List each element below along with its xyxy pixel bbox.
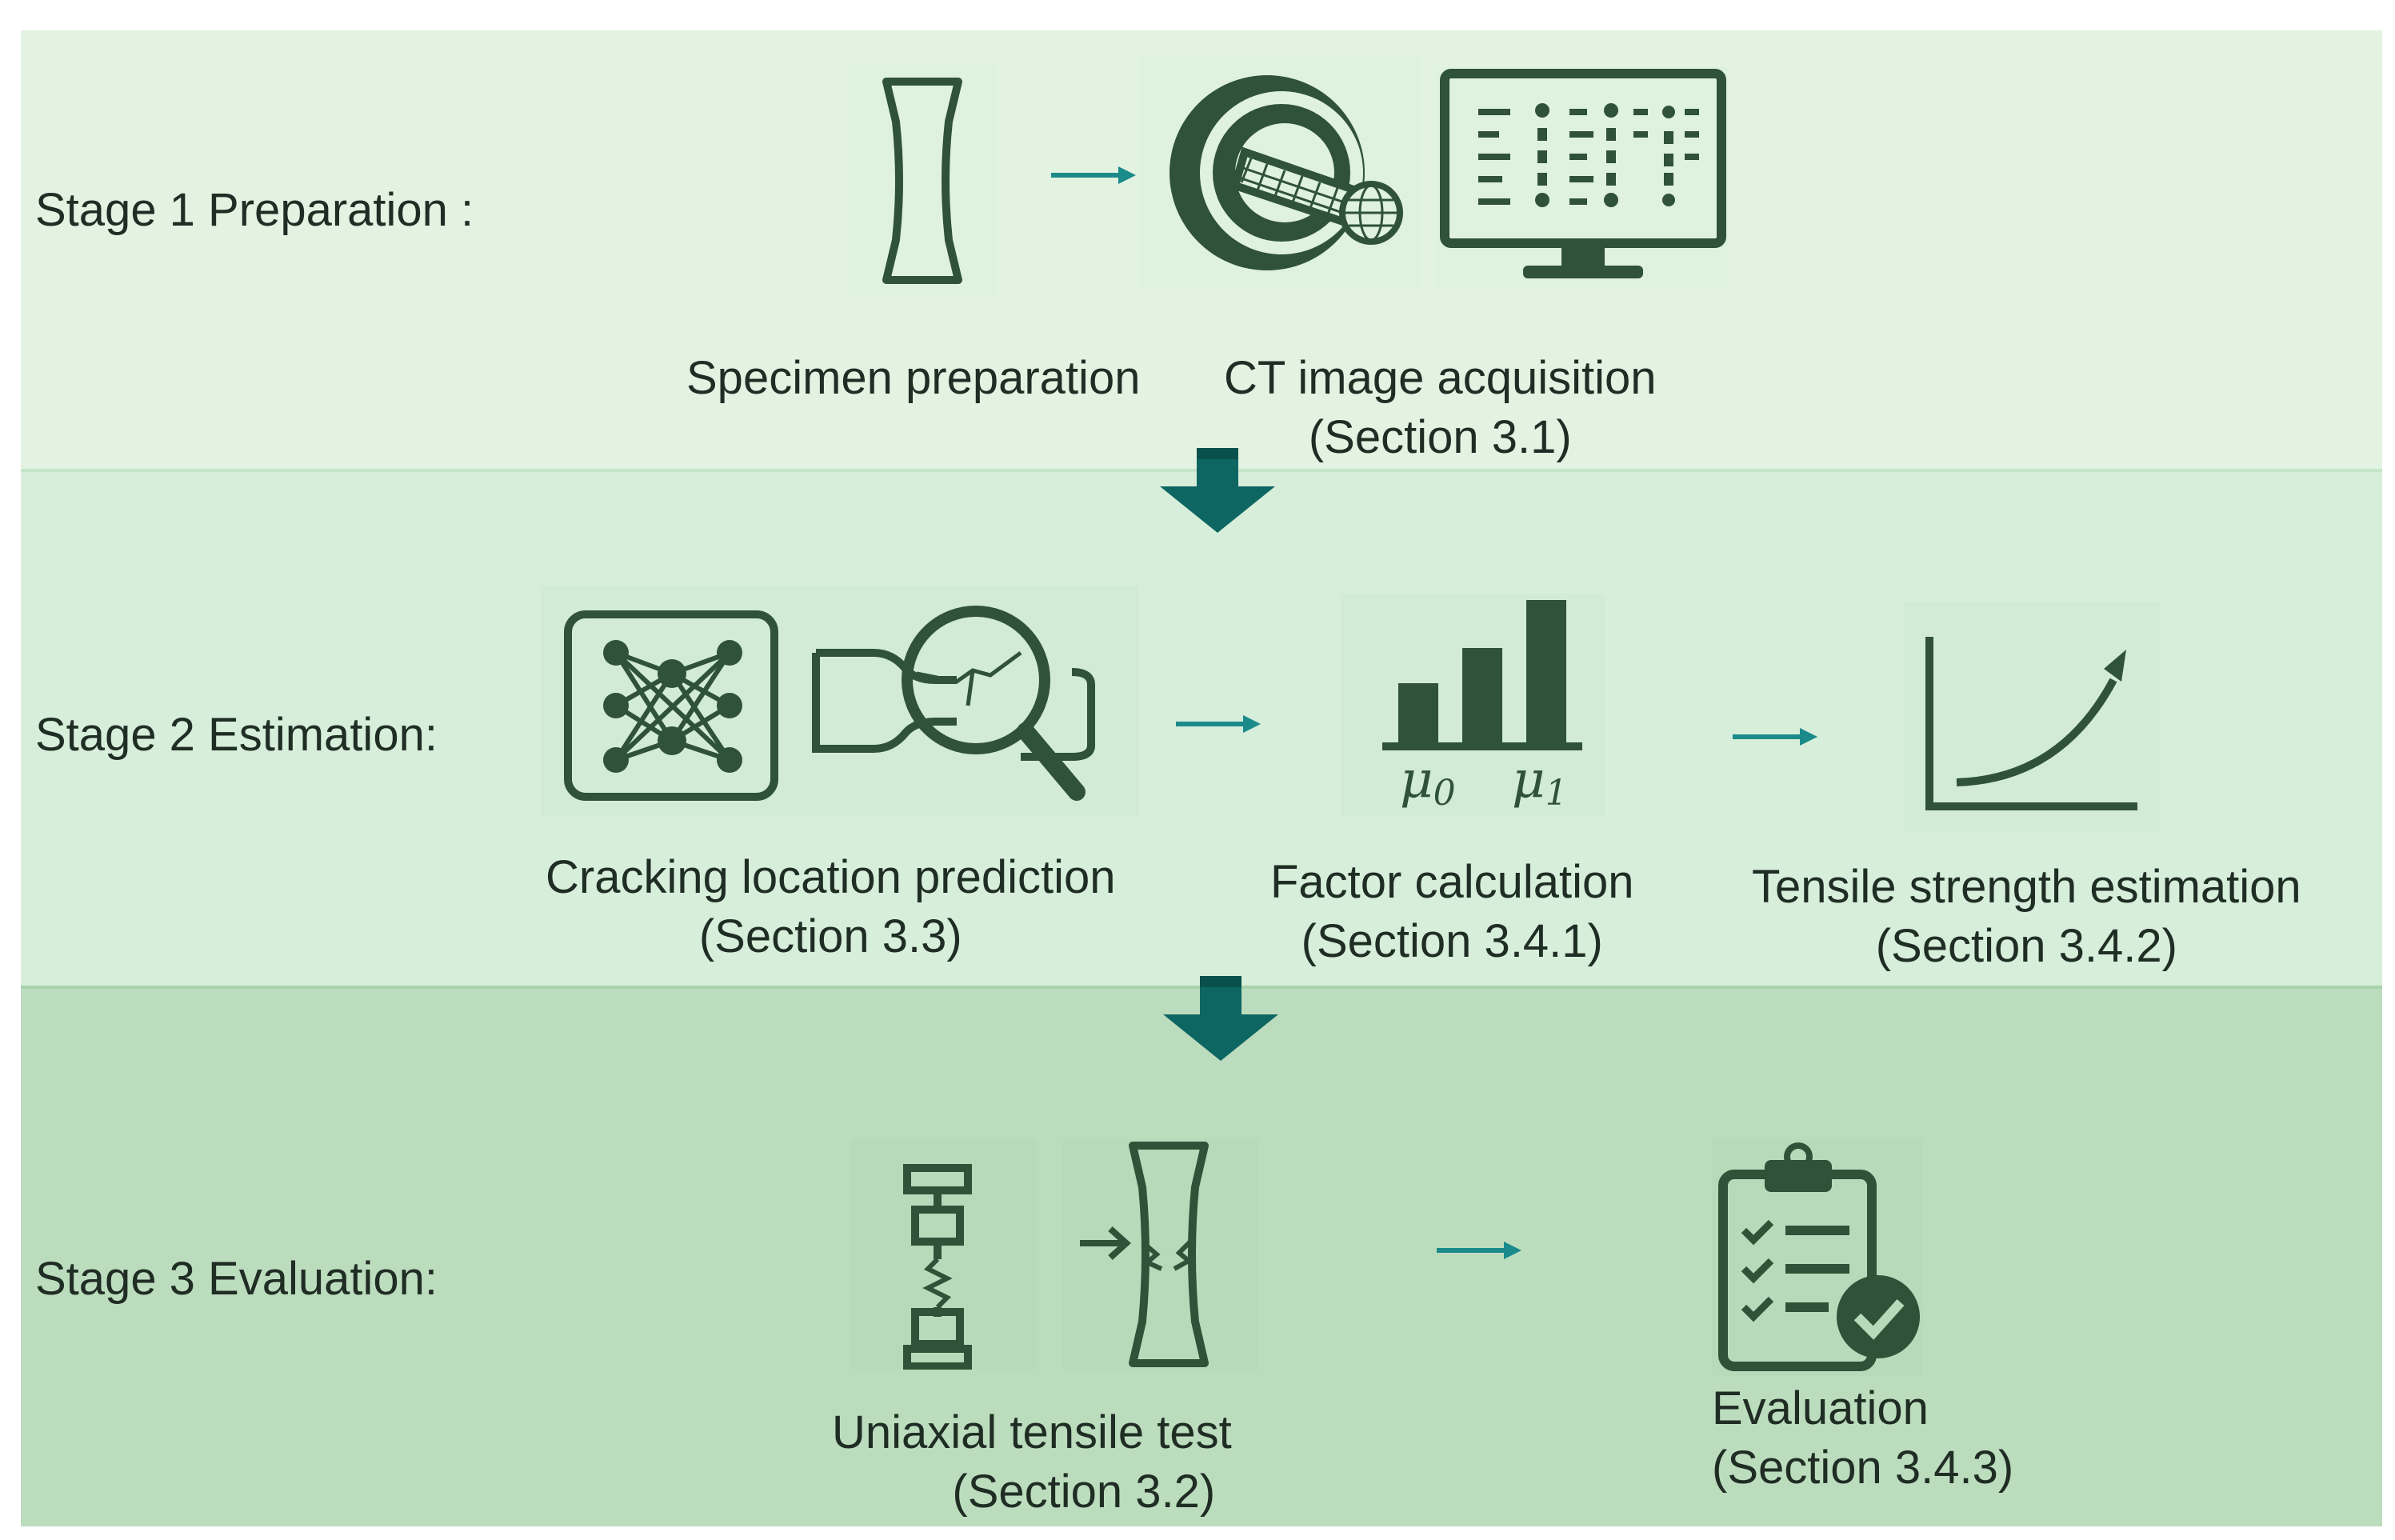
growth-curve-icon: [1904, 602, 2160, 832]
specimen-preparation-title: Specimen preparation: [686, 352, 1141, 404]
ct-acquisition-label: CT image acquisition (Section 3.1): [1224, 349, 1657, 467]
factor-calculation-title: Factor calculation: [1270, 856, 1634, 908]
flow-arrow: [1437, 1238, 1521, 1262]
stage-down-arrow-2: [1163, 976, 1278, 1061]
checklist-icon: [1712, 1139, 1923, 1376]
uniaxial-test-ref: (Section 3.2): [952, 1466, 1216, 1518]
uniaxial-test-title: Uniaxial tensile test: [832, 1406, 1232, 1458]
stage1-label: Stage 1 Preparation :: [35, 184, 474, 236]
stage3-label: Stage 3 Evaluation:: [35, 1253, 438, 1305]
fracture-specimen-icon: [1062, 1139, 1259, 1370]
tensile-machine-icon: [851, 1139, 1037, 1370]
crack-prediction-title: Cracking location prediction: [546, 851, 1116, 903]
tensile-estimation-label: Tensile strength estimation (Section 3.4…: [1752, 858, 2301, 976]
mu0-symbol: μ0: [1400, 750, 1456, 814]
ct-acquisition-title: CT image acquisition: [1224, 352, 1657, 404]
tensile-estimation-ref: (Section 3.4.2): [1875, 920, 2177, 973]
ct-scanner-icon: [1139, 58, 1421, 288]
factor-calculation-label: Factor calculation (Section 3.4.1): [1270, 853, 1634, 971]
flow-arrow: [1733, 725, 1817, 749]
neural-network-icon: [564, 610, 778, 801]
crack-prediction-label: Cracking location prediction (Section 3.…: [546, 848, 1115, 966]
crack-prediction-icon: [541, 586, 1139, 816]
factor-calculation-ref: (Section 3.4.1): [1301, 915, 1603, 968]
evaluation-ref: (Section 3.4.3): [1712, 1442, 2014, 1494]
ct-acquisition-ref: (Section 3.1): [1308, 411, 1572, 464]
stage-down-arrow-1: [1160, 448, 1275, 533]
tensile-estimation-title: Tensile strength estimation: [1752, 861, 2301, 913]
stage2-label: Stage 2 Estimation:: [35, 709, 438, 761]
crack-magnifier-icon: [812, 606, 1095, 801]
mu1-symbol: μ1: [1512, 750, 1568, 814]
evaluation-title: Evaluation: [1712, 1382, 1929, 1434]
evaluation-label: Evaluation (Section 3.4.3): [1712, 1379, 2013, 1498]
specimen-icon: [848, 66, 997, 296]
bar-chart-icon: μ0 μ1: [1341, 594, 1605, 816]
flow-arrow: [1051, 163, 1136, 187]
crack-prediction-ref: (Section 3.3): [698, 910, 962, 963]
uniaxial-test-label: Uniaxial tensile test (Section 3.2): [832, 1403, 1232, 1522]
monitor-icon: [1437, 67, 1729, 288]
flow-arrow: [1176, 712, 1261, 736]
specimen-preparation-label: Specimen preparation: [686, 349, 1140, 408]
